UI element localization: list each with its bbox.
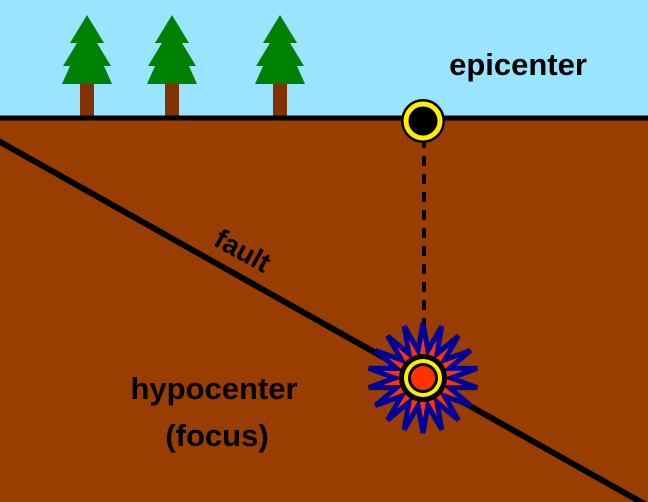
fault-line	[0, 138, 648, 502]
tree-foliage	[62, 15, 112, 84]
tree-foliage	[255, 15, 305, 84]
tree-foliage	[147, 15, 197, 84]
hypocenter-label: hypocenter	[130, 371, 297, 406]
tree-trunk	[80, 83, 94, 117]
tree-2	[147, 15, 197, 117]
focus-label: (focus)	[165, 418, 268, 453]
sky	[0, 0, 648, 118]
tree-1	[62, 15, 112, 117]
ground	[0, 118, 648, 502]
tree-3	[255, 15, 305, 117]
tree-trunk	[273, 83, 287, 117]
hypocenter-burst	[367, 322, 479, 434]
epicenter-marker	[401, 99, 445, 143]
epicenter-label: epicenter	[449, 47, 587, 82]
tree-trunk	[165, 83, 179, 117]
hypocenter-core	[411, 366, 435, 390]
